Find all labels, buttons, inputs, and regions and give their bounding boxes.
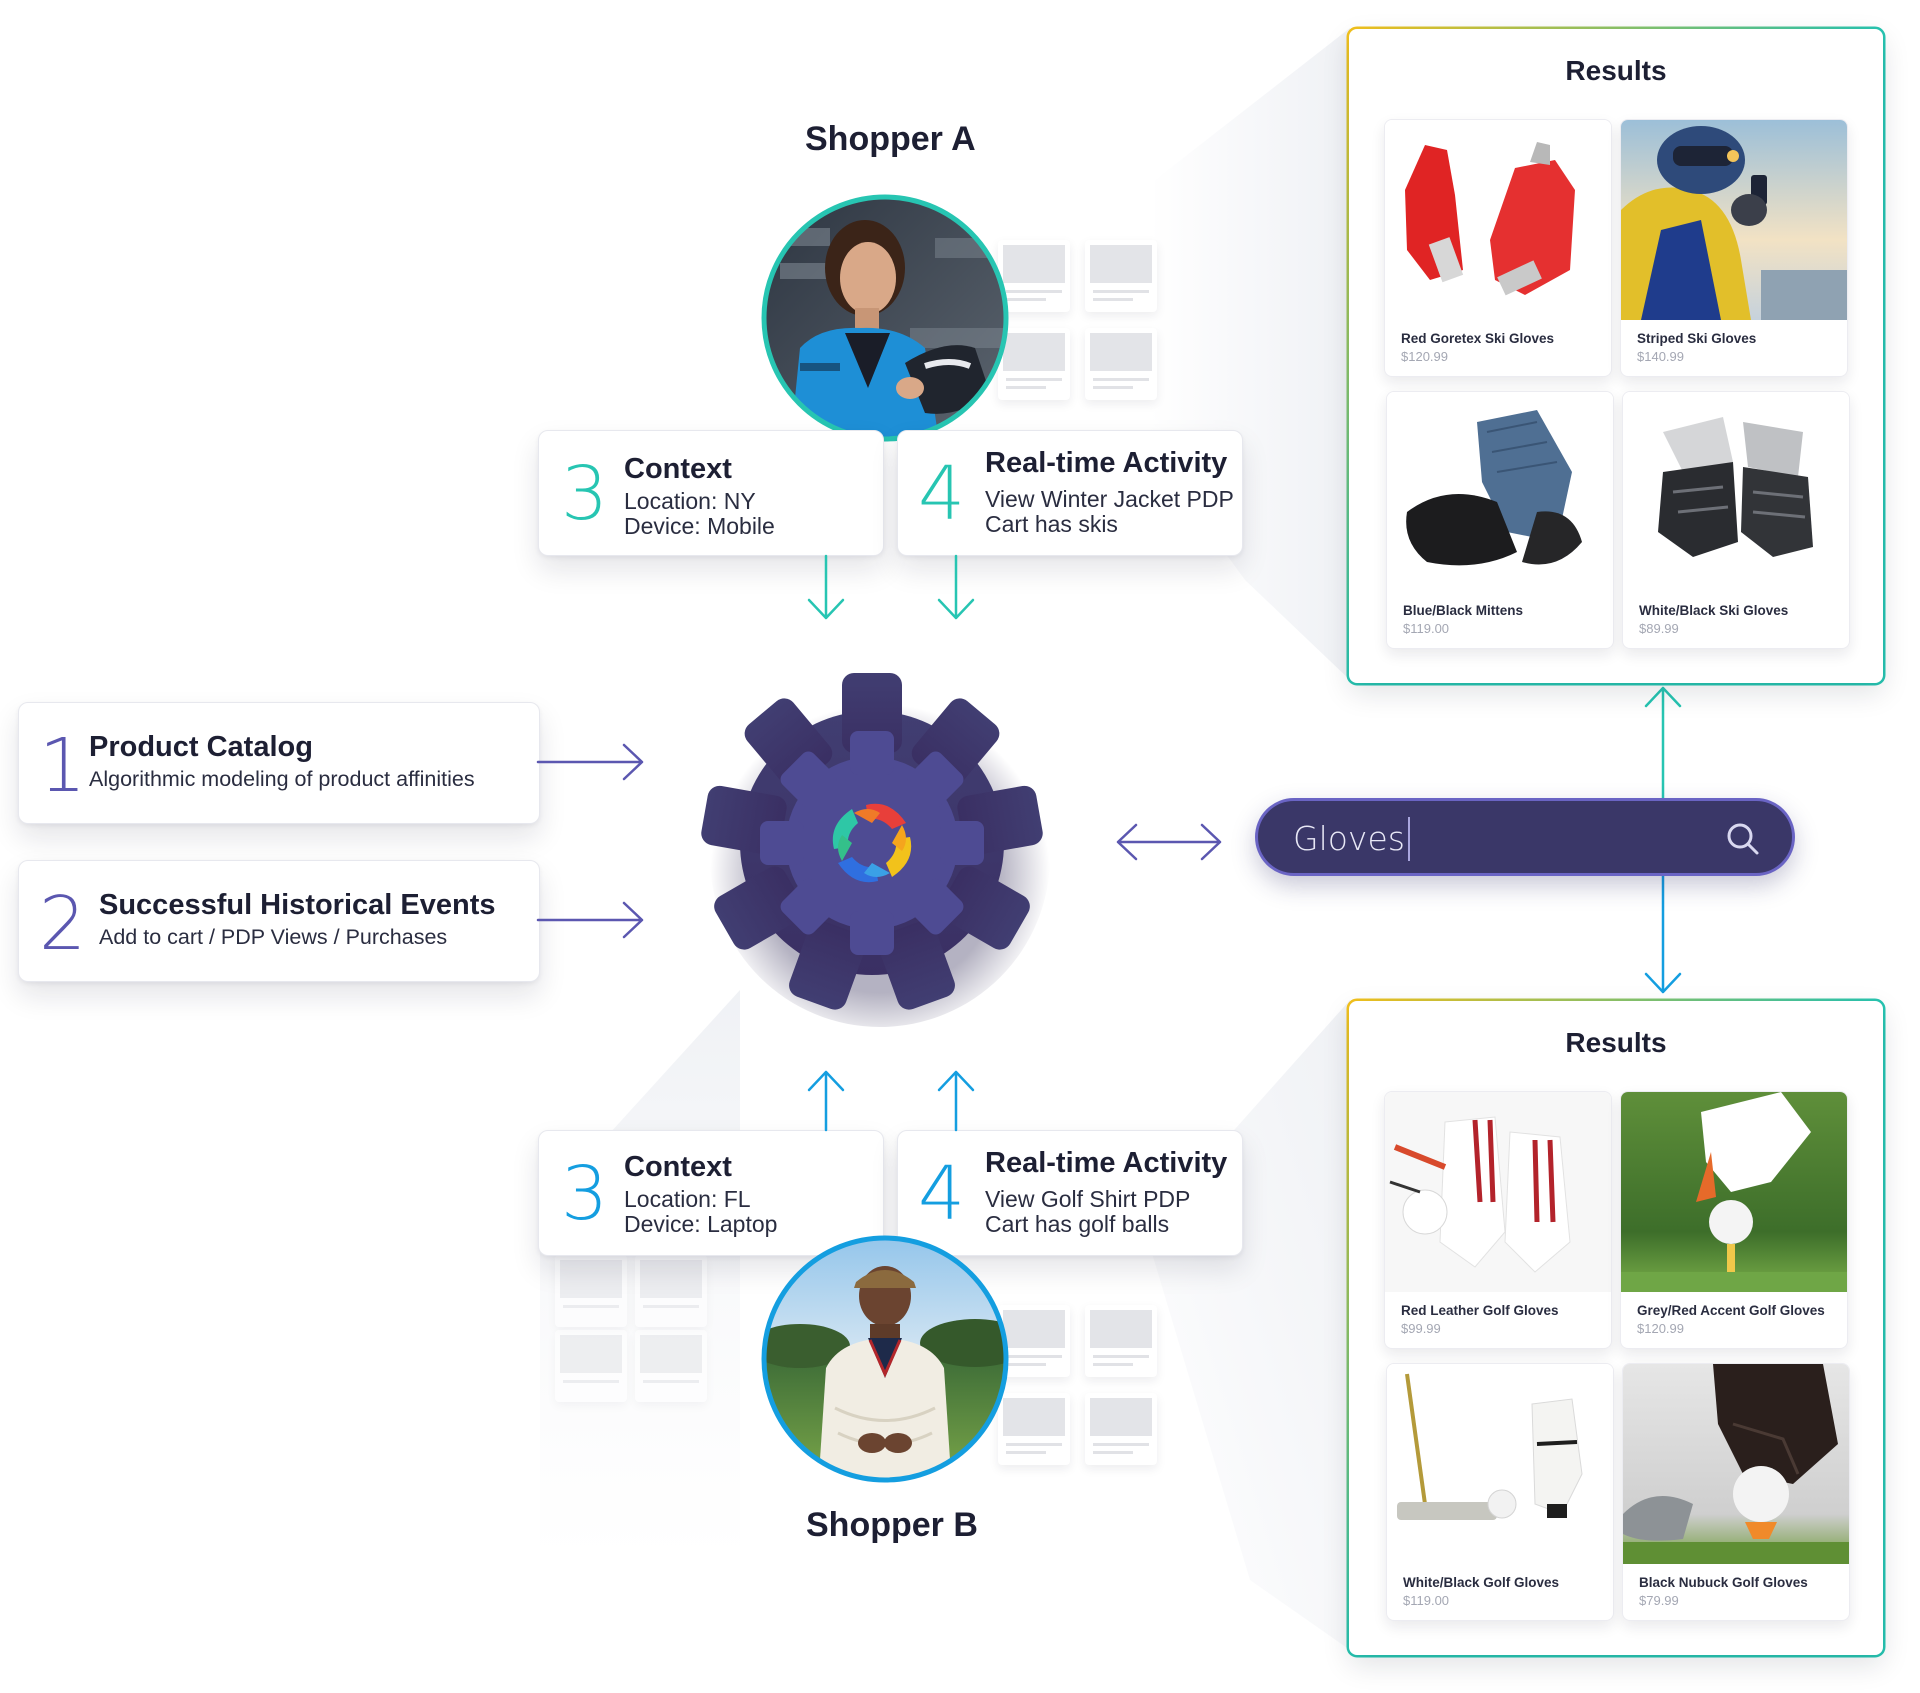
context-location: Location: NY bbox=[624, 488, 756, 514]
activity-line-1: View Winter Jacket PDP bbox=[985, 486, 1234, 512]
black-glove-golf-ball-image bbox=[1623, 1364, 1849, 1564]
activity-line-2: Cart has golf balls bbox=[985, 1211, 1170, 1237]
product-price: $79.99 bbox=[1639, 1593, 1679, 1608]
catalog-subtitle: Algorithmic modeling of product affiniti… bbox=[89, 767, 475, 791]
events-title: Successful Historical Events bbox=[99, 889, 496, 921]
white-black-ski-gloves-image bbox=[1623, 392, 1849, 592]
context-title: Context bbox=[624, 1151, 732, 1183]
product-name: Red Goretex Ski Gloves bbox=[1401, 331, 1555, 346]
pinwheel-logo-icon bbox=[832, 803, 912, 883]
product-name: Blue/Black Mittens bbox=[1403, 603, 1524, 618]
activity-line-1: View Golf Shirt PDP bbox=[985, 1186, 1191, 1212]
product-price: $140.99 bbox=[1637, 349, 1684, 364]
product-price: $99.99 bbox=[1401, 1321, 1441, 1336]
shopper-a-label: Shopper A bbox=[805, 120, 976, 158]
shopper-b-label: Shopper B bbox=[806, 1506, 978, 1544]
shopper-a-context-card: 3 Context Location: NY Device: Mobile bbox=[538, 430, 884, 556]
events-number: 2 bbox=[39, 881, 87, 967]
activity-title: Real-time Activity bbox=[985, 1147, 1228, 1179]
skier-photo-image bbox=[1621, 120, 1847, 320]
results-title: Results bbox=[1565, 55, 1667, 86]
shopper-b-avatar bbox=[761, 1235, 1009, 1483]
historical-events-card: 2 Successful Historical Events Add to ca… bbox=[18, 860, 540, 982]
red-ski-gloves-image bbox=[1385, 120, 1611, 320]
product-card[interactable]: Black Nubuck Golf Gloves $79.99 bbox=[1622, 1363, 1850, 1621]
product-price: $119.00 bbox=[1403, 621, 1450, 636]
product-name: White/Black Golf Gloves bbox=[1403, 1575, 1560, 1590]
catalog-title: Product Catalog bbox=[89, 731, 313, 763]
product-price: $119.00 bbox=[1403, 1593, 1450, 1608]
product-price: $120.99 bbox=[1637, 1321, 1684, 1336]
activity-line-2: Cart has skis bbox=[985, 511, 1118, 537]
product-card[interactable]: Striped Ski Gloves $140.99 bbox=[1620, 119, 1848, 377]
product-card[interactable]: White/Black Ski Gloves $89.99 bbox=[1622, 391, 1850, 649]
blue-black-mittens-image bbox=[1387, 392, 1613, 592]
product-card[interactable]: Red Goretex Ski Gloves $120.99 bbox=[1384, 119, 1612, 377]
shopper-a-activity-card: 4 Real-time Activity View Winter Jacket … bbox=[897, 430, 1243, 556]
putter-golf-glove-image bbox=[1387, 1364, 1613, 1564]
shopper-a-avatar bbox=[761, 194, 1009, 442]
shopper-b-context-card: 3 Context Location: FL Device: Laptop bbox=[538, 1130, 884, 1256]
activity-title: Real-time Activity bbox=[985, 447, 1228, 479]
context-number: 3 bbox=[561, 1151, 609, 1237]
product-card[interactable]: Blue/Black Mittens $119.00 bbox=[1386, 391, 1614, 649]
golf-tee-photo-image bbox=[1621, 1092, 1847, 1292]
activity-number: 4 bbox=[918, 1151, 966, 1237]
product-price: $120.99 bbox=[1401, 349, 1448, 364]
events-subtitle: Add to cart / PDP Views / Purchases bbox=[99, 925, 448, 949]
product-card[interactable]: Grey/Red Accent Golf Gloves $120.99 bbox=[1620, 1091, 1848, 1349]
context-title: Context bbox=[624, 453, 732, 485]
text-cursor bbox=[1408, 817, 1410, 861]
red-leather-golf-gloves-image bbox=[1385, 1092, 1611, 1292]
product-catalog-card: 1 Product Catalog Algorithmic modeling o… bbox=[18, 702, 540, 824]
search-input[interactable]: Gloves bbox=[1293, 819, 1405, 858]
gear-engine-icon bbox=[701, 673, 1050, 1027]
results-a-border bbox=[1346, 26, 1886, 686]
product-card[interactable]: White/Black Golf Gloves $119.00 bbox=[1386, 1363, 1614, 1621]
product-name: Striped Ski Gloves bbox=[1637, 331, 1757, 346]
context-number: 3 bbox=[561, 451, 609, 537]
search-bar[interactable]: Gloves bbox=[1255, 798, 1795, 876]
results-panel-a: Results Red Goretex Ski Gloves $120.99 S… bbox=[1349, 29, 1883, 683]
product-name: Black Nubuck Golf Gloves bbox=[1639, 1575, 1808, 1590]
results-b-border bbox=[1346, 998, 1886, 1658]
product-price: $89.99 bbox=[1639, 621, 1679, 636]
context-device: Device: Laptop bbox=[624, 1211, 778, 1237]
context-location: Location: FL bbox=[624, 1186, 751, 1212]
product-name: Grey/Red Accent Golf Gloves bbox=[1637, 1303, 1825, 1318]
shopper-b-activity-card: 4 Real-time Activity View Golf Shirt PDP… bbox=[897, 1130, 1243, 1256]
product-name: White/Black Ski Gloves bbox=[1639, 603, 1789, 618]
product-name: Red Leather Golf Gloves bbox=[1401, 1303, 1559, 1318]
catalog-number: 1 bbox=[39, 723, 87, 809]
context-device: Device: Mobile bbox=[624, 513, 775, 539]
activity-number: 4 bbox=[918, 451, 966, 537]
search-icon[interactable] bbox=[1725, 821, 1761, 857]
results-title: Results bbox=[1565, 1027, 1667, 1058]
product-card[interactable]: Red Leather Golf Gloves $99.99 bbox=[1384, 1091, 1612, 1349]
results-panel-b: Results Red Leather Golf Gloves $99.99 G… bbox=[1349, 1001, 1883, 1655]
